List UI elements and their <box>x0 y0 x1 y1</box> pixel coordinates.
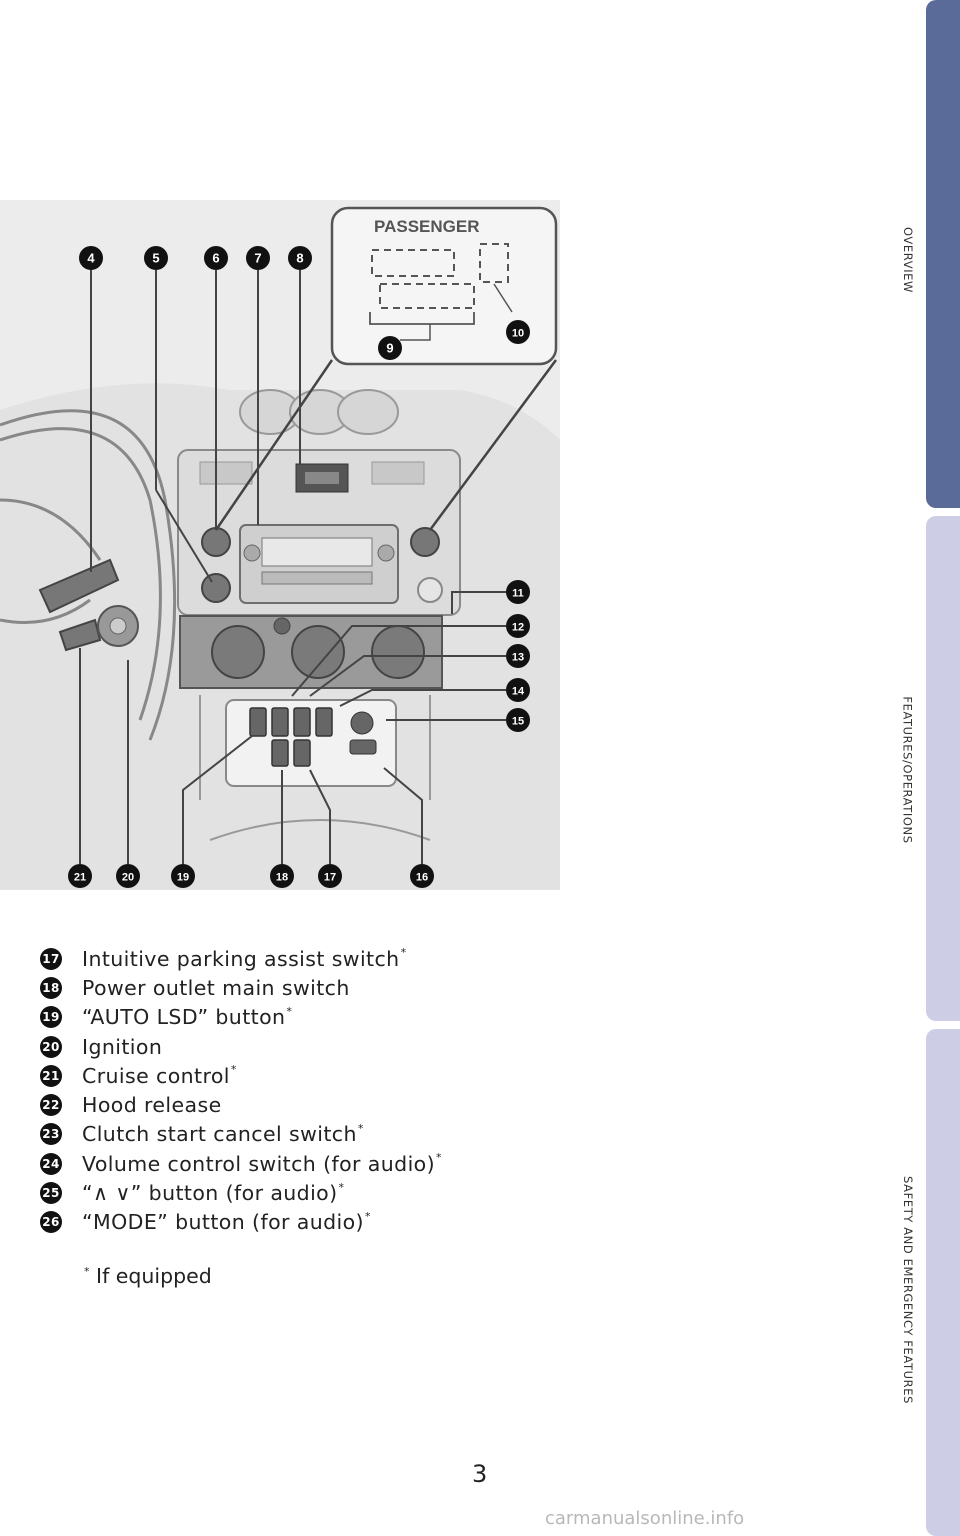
legend-text: “AUTO LSD” button <box>82 1005 286 1030</box>
footnote-asterisk: * <box>84 1265 90 1279</box>
legend-number: 22 <box>40 1094 62 1117</box>
callout-7: 7 <box>246 246 270 270</box>
svg-text:14: 14 <box>512 686 525 698</box>
svg-text:19: 19 <box>177 872 189 884</box>
tab-label-safety: SAFETY AND EMERGENCY FEATURES <box>901 1176 915 1404</box>
legend-text: Volume control switch (for audio) <box>82 1151 436 1176</box>
legend-number: 18 <box>40 976 62 999</box>
page-number: 3 <box>472 1460 488 1488</box>
svg-text:15: 15 <box>512 716 524 728</box>
legend-asterisk: * <box>436 1151 442 1165</box>
legend-text: “∧ ∨” button (for audio) <box>82 1181 338 1206</box>
legend-item: 25 “∧ ∨” button (for audio)* <box>40 1178 560 1207</box>
callout-17: 17 <box>318 864 342 888</box>
callout-21: 21 <box>68 864 92 888</box>
legend-number: 19 <box>40 1006 62 1029</box>
watermark: carmanualsonline.info <box>545 1508 745 1529</box>
legend-item: 21 Cruise control* <box>40 1061 560 1090</box>
legend-asterisk: * <box>338 1180 345 1194</box>
callout-6: 6 <box>204 246 228 270</box>
legend-item: 22 Hood release <box>40 1090 560 1119</box>
section-tabs <box>926 0 960 1536</box>
svg-text:9: 9 <box>386 341 393 356</box>
svg-text:10: 10 <box>512 328 524 340</box>
legend-item: 24 Volume control switch (for audio)* <box>40 1149 560 1178</box>
legend-item: 23 Clutch start cancel switch* <box>40 1120 560 1149</box>
legend-number: 20 <box>40 1035 62 1058</box>
callout-9: 9 <box>378 336 402 360</box>
tab-label-features: FEATURES/OPERATIONS <box>901 696 915 844</box>
tab-label-overview: OVERVIEW <box>901 226 916 294</box>
svg-text:21: 21 <box>74 872 86 884</box>
legend-number: 23 <box>40 1123 62 1146</box>
svg-text:8: 8 <box>296 251 303 266</box>
footnote-text: If equipped <box>96 1264 212 1288</box>
legend-number: 17 <box>40 947 62 970</box>
legend-asterisk: * <box>364 1209 371 1223</box>
legend-item: 18 Power outlet main switch <box>40 973 560 1002</box>
svg-text:17: 17 <box>324 872 336 884</box>
passenger-label: PASSENGER <box>374 217 480 236</box>
legend-asterisk: * <box>286 1004 293 1018</box>
legend-asterisk: * <box>400 946 407 960</box>
legend-text: “MODE” button (for audio) <box>82 1210 364 1235</box>
legend-text: Cruise control <box>82 1063 230 1088</box>
legend-number: 26 <box>40 1211 62 1234</box>
svg-text:12: 12 <box>512 622 524 634</box>
legend-asterisk: * <box>230 1063 237 1077</box>
callout-20: 20 <box>116 864 140 888</box>
callout-4: 4 <box>79 246 103 270</box>
callout-19: 19 <box>171 864 195 888</box>
legend-number: 24 <box>40 1152 62 1175</box>
legend-number: 21 <box>40 1064 62 1087</box>
legend-text: Power outlet main switch <box>82 975 350 1000</box>
svg-text:6: 6 <box>212 251 219 266</box>
svg-text:13: 13 <box>512 652 524 664</box>
tab-features-operations[interactable] <box>926 516 960 1021</box>
callout-11: 11 <box>506 580 530 604</box>
footnote: * If equipped <box>84 1264 212 1288</box>
legend-text: Clutch start cancel switch <box>82 1122 357 1147</box>
callout-10: 10 <box>506 320 530 344</box>
dashboard-diagram: PASSENGER <box>0 200 560 890</box>
legend-text: Hood release <box>82 1093 222 1118</box>
callout-18: 18 <box>270 864 294 888</box>
tab-safety-emergency[interactable] <box>926 1029 960 1536</box>
legend-text: Ignition <box>82 1034 163 1059</box>
callout-12: 12 <box>506 614 530 638</box>
callout-15: 15 <box>506 708 530 732</box>
callout-13: 13 <box>506 644 530 668</box>
callout-8: 8 <box>288 246 312 270</box>
callout-14: 14 <box>506 678 530 702</box>
callout-5: 5 <box>144 246 168 270</box>
svg-text:7: 7 <box>254 251 261 266</box>
legend-item: 17 Intuitive parking assist switch* <box>40 944 560 973</box>
legend-item: 26 “MODE” button (for audio)* <box>40 1208 560 1237</box>
legend-item: 19 “AUTO LSD” button* <box>40 1003 560 1032</box>
tab-overview[interactable] <box>926 0 960 508</box>
tab-labels: OVERVIEW FEATURES/OPERATIONS SAFETY AND … <box>888 0 928 1536</box>
svg-text:5: 5 <box>152 251 159 266</box>
svg-text:20: 20 <box>122 872 134 884</box>
legend-asterisk: * <box>357 1121 364 1135</box>
svg-text:11: 11 <box>512 588 524 600</box>
svg-text:4: 4 <box>87 251 95 266</box>
svg-text:18: 18 <box>276 872 288 884</box>
legend-item: 20 Ignition <box>40 1032 560 1061</box>
legend-text: Intuitive parking assist switch <box>82 946 400 971</box>
svg-text:16: 16 <box>416 872 428 884</box>
legend-number: 25 <box>40 1182 62 1205</box>
callout-16: 16 <box>410 864 434 888</box>
